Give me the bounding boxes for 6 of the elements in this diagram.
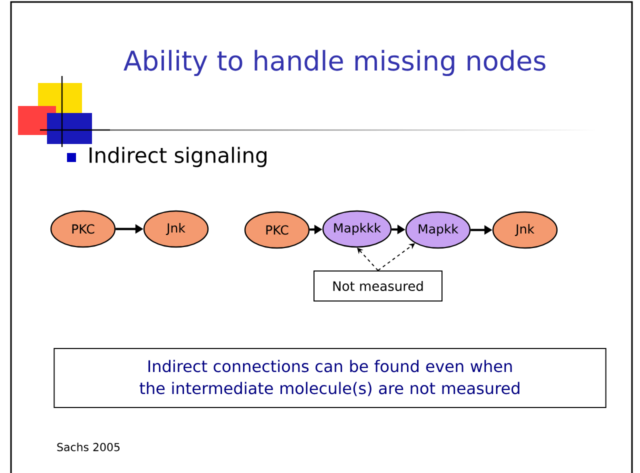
bullet-text: Indirect signaling [90,146,266,168]
conclusion-box: Indirect connections can be found even when the intermediate molecule(s) are not measured [54,348,606,408]
arrow [357,248,378,271]
title: Ability to handle missing nodes [124,50,546,76]
citation: Sachs 2005 [57,442,120,452]
note-box: Not measured [314,270,442,302]
